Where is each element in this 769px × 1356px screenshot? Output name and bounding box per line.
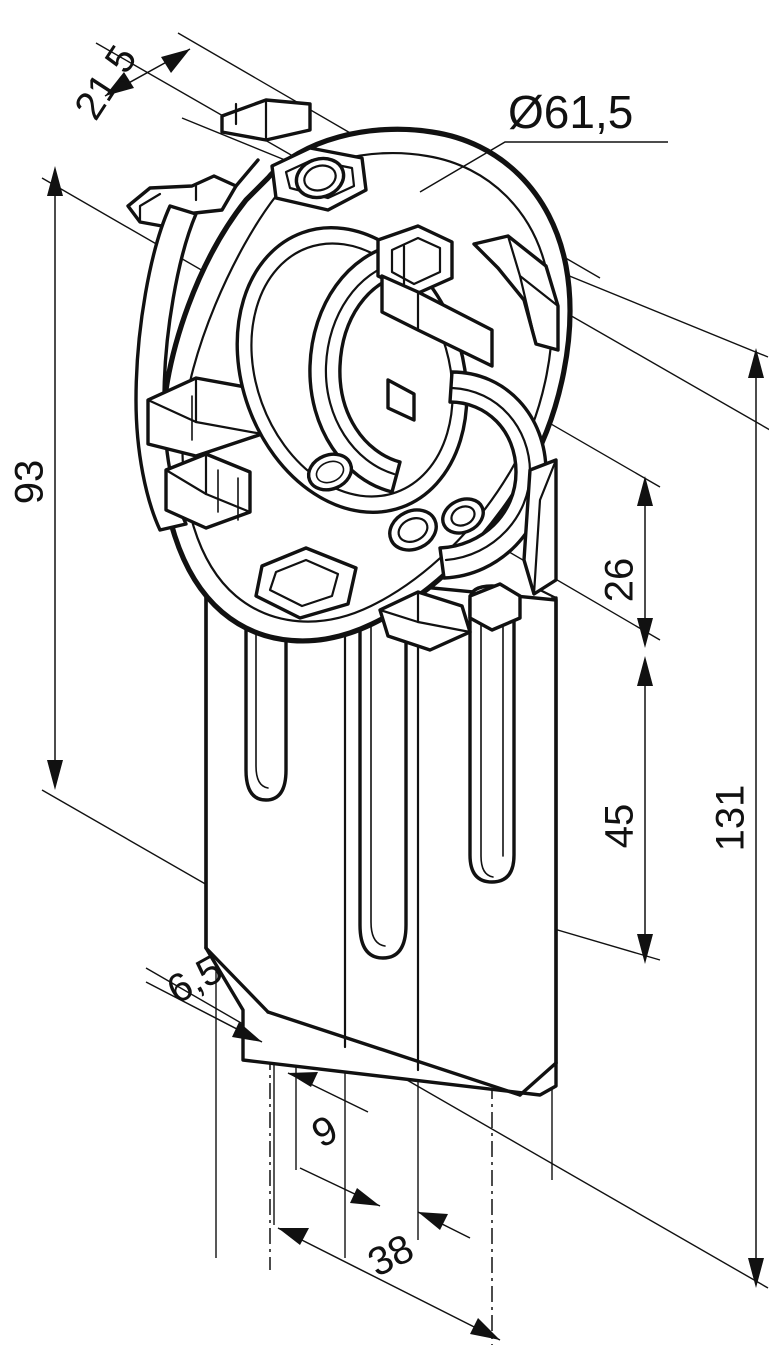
dimension-26: 26 [598,476,653,648]
dimension-21-5: 21,5 [66,38,191,127]
dimension-label-diameter: Ø61,5 [508,86,633,138]
dimension-label-26: 26 [598,558,642,603]
dimension-38: 38 [277,1211,501,1341]
dimension-label-45: 45 [598,804,642,849]
dimension-9: 9 [287,1072,381,1207]
dimension-45: 45 [598,656,653,964]
dimension-label-93: 93 [8,460,52,505]
dimension-label-21-5: 21,5 [66,38,145,127]
dimension-label-9: 9 [305,1107,345,1156]
mounting-plate [204,564,558,1097]
bracket-head [126,98,573,652]
dimension-131: 131 [709,348,764,1288]
dimension-93: 93 [8,166,63,790]
dimension-diameter-61-5: Ø61,5 [419,86,668,193]
dimension-label-38: 38 [361,1226,421,1285]
dimension-label-131: 131 [709,785,753,852]
